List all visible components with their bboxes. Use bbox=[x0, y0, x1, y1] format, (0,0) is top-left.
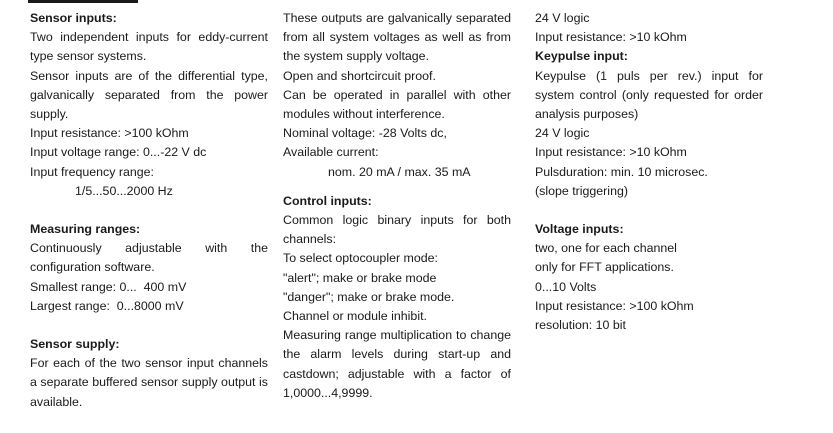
voltage-inputs-resistance: Input resistance: >100 kOhm bbox=[535, 298, 694, 313]
control-inputs-text-1: Common logic binary inputs for both chan… bbox=[283, 213, 511, 247]
sensor-inputs-frequency-value: 1/5...50...2000 Hz bbox=[75, 183, 173, 198]
voltage-inputs-resolution: resolution: 10 bit bbox=[535, 318, 626, 333]
logic-resistance: Input resistance: >10 kOhm bbox=[535, 30, 687, 45]
heading-sensor-supply: Sensor supply: bbox=[30, 337, 120, 352]
control-inputs-danger: "danger"; make or brake mode. bbox=[283, 289, 455, 304]
measuring-ranges-text: Continuously adjustable with the configu… bbox=[30, 241, 268, 275]
heading-sensor-inputs: Sensor inputs: bbox=[30, 11, 117, 25]
outputs-separation-text: These outputs are galvanically separated… bbox=[283, 11, 511, 64]
measuring-ranges-largest: Largest range: 0...8000 mV bbox=[30, 298, 184, 313]
logic-voltage: 24 V logic bbox=[535, 11, 590, 25]
heading-measuring-ranges: Measuring ranges: bbox=[30, 222, 141, 237]
outputs-parallel-text: Can be operated in parallel with other m… bbox=[283, 87, 511, 122]
keypulse-duration: Pulsduration: min. 10 microsec. bbox=[535, 164, 708, 179]
sensor-inputs-text-2: Sensor inputs are of the differential ty… bbox=[30, 68, 268, 122]
column-1: Sensor inputs: Two independent inputs fo… bbox=[30, 9, 268, 412]
sensor-inputs-frequency-label: Input frequency range: bbox=[30, 164, 154, 179]
control-inputs-alert: "alert"; make or brake mode bbox=[283, 270, 437, 285]
keypulse-logic: 24 V logic bbox=[535, 126, 590, 141]
keypulse-text: Keypulse (1 puls per rev.) input for sys… bbox=[535, 68, 763, 122]
heading-control-inputs: Control inputs: bbox=[283, 193, 372, 208]
outputs-nominal-voltage: Nominal voltage: -28 Volts dc, bbox=[283, 126, 447, 141]
control-inputs-multiplication: Measuring range multiplication to change… bbox=[283, 328, 511, 400]
heading-keypulse-input: Keypulse input: bbox=[535, 49, 628, 64]
keypulse-resistance: Input resistance: >10 kOhm bbox=[535, 145, 687, 160]
sensor-inputs-text-1: Two independent inputs for eddy-current … bbox=[30, 30, 268, 64]
outputs-proof-text: Open and shortcircuit proof. bbox=[283, 68, 436, 83]
sensor-inputs-resistance: Input resistance: >100 kOhm bbox=[30, 126, 189, 141]
column-2: These outputs are galvanically separated… bbox=[283, 9, 511, 403]
keypulse-triggering: (slope triggering) bbox=[535, 183, 628, 198]
outputs-current-label: Available current: bbox=[283, 145, 379, 160]
control-inputs-inhibit: Channel or module inhibit. bbox=[283, 309, 427, 324]
outputs-current-value: nom. 20 mA / max. 35 mA bbox=[328, 164, 471, 179]
voltage-inputs-count: two, one for each channel bbox=[535, 241, 677, 256]
heading-voltage-inputs: Voltage inputs: bbox=[535, 222, 624, 237]
section-heading-rule bbox=[28, 0, 138, 3]
control-inputs-text-2: To select optocoupler mode: bbox=[283, 251, 438, 266]
voltage-inputs-fft: only for FFT applications. bbox=[535, 260, 674, 275]
sensor-inputs-voltage-range: Input voltage range: 0...-22 V dc bbox=[30, 145, 207, 160]
voltage-inputs-range: 0...10 Volts bbox=[535, 279, 597, 294]
sensor-supply-text: For each of the two sensor input channel… bbox=[30, 356, 268, 409]
column-3: 24 V logic Input resistance: >10 kOhm Ke… bbox=[535, 9, 763, 335]
measuring-ranges-smallest: Smallest range: 0... 400 mV bbox=[30, 279, 187, 294]
